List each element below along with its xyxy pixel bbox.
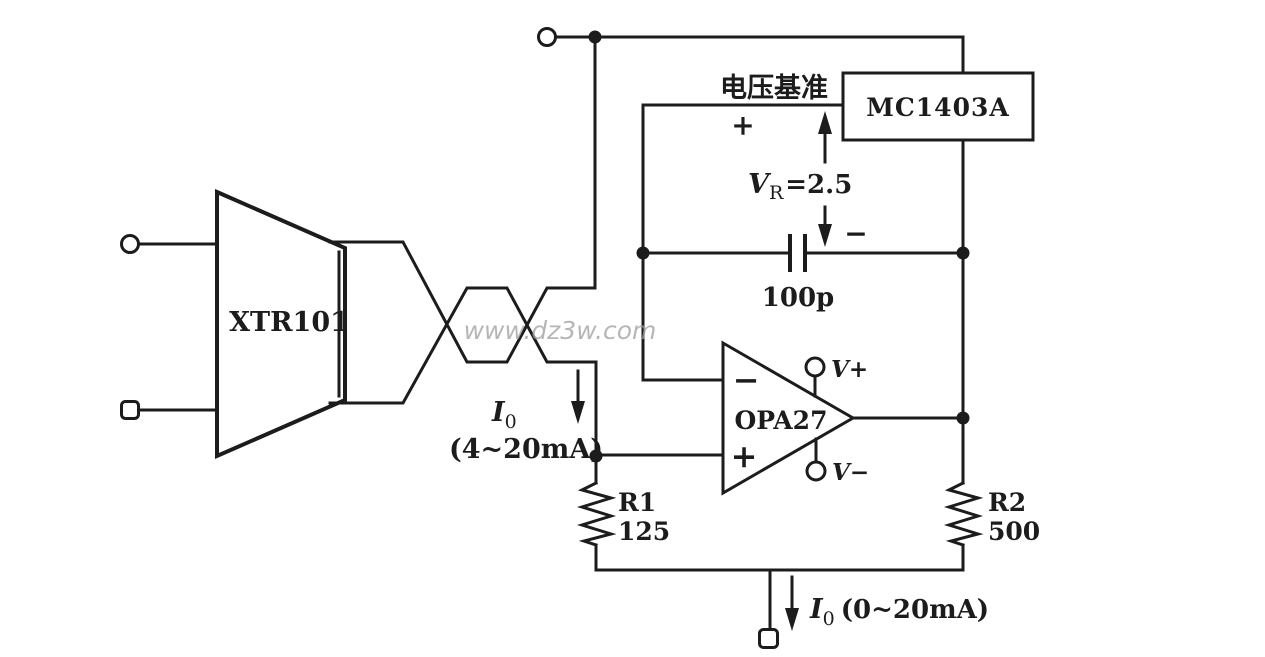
vminus-pin-terminal: [805, 460, 827, 482]
r2-zigzag: [943, 480, 984, 547]
r1-zigzag: [576, 480, 617, 547]
junction-dot: [956, 246, 970, 260]
load-current-annotation: I0(0~20mA): [785, 575, 989, 631]
opamp-triangle: [721, 340, 857, 496]
loop-current-range-label: (4~20mA): [449, 434, 603, 465]
mc1403a-label: MC1403A: [866, 93, 1010, 122]
mc1403a-box: [841, 71, 1035, 142]
vplus-pin-label: V+: [831, 356, 868, 383]
vref-arrow-down-head: [818, 224, 832, 247]
vminus-pin-label: V−: [832, 459, 869, 486]
loop-current-label: I0: [491, 397, 517, 433]
mc1403a-block: MC1403A 电压基准: [720, 71, 1035, 142]
vref-annotation: + − VR=2.5: [731, 109, 867, 250]
vplus-pin-terminal: [804, 356, 826, 378]
load-current-arrow-head: [785, 608, 799, 631]
vref-output-wire: [641, 103, 845, 382]
junction-dot: [636, 246, 650, 260]
vref-value-label: VR=2.5: [748, 169, 852, 204]
loop-current-annotation: I0 (4~20mA): [449, 369, 603, 465]
junction-dots: [588, 30, 970, 463]
r1-name-label: R1: [618, 488, 656, 517]
r1-value-label: 125: [618, 517, 670, 546]
output-terminal: [758, 628, 779, 649]
voltage-reference-caption: 电压基准: [720, 73, 828, 104]
capacitor-100p: 100p: [762, 234, 834, 313]
top-supply-wire: [554, 35, 965, 75]
xtr101-label: XTR101: [229, 307, 349, 338]
opamp-noninverting-sign: +: [731, 437, 758, 475]
junction-dot: [588, 30, 602, 44]
top-supply-terminal: [537, 27, 557, 47]
resistor-r1: R1 125: [576, 480, 670, 547]
twisted-pair-wire-a: [328, 35, 597, 364]
r2-value-label: 500: [988, 517, 1040, 546]
junction-dot: [956, 411, 970, 425]
input-terminal-bottom: [120, 400, 140, 420]
load-current-label: I0(0~20mA): [809, 594, 989, 630]
opamp-label: OPA27: [735, 406, 828, 435]
vref-arrow-up-head: [818, 111, 832, 134]
twisted-pair-wire-b: [328, 286, 598, 457]
xtr101-block: XTR101: [215, 188, 349, 460]
loop-current-arrow-head: [571, 401, 585, 424]
watermark-text: www.dz3w.com: [464, 316, 657, 345]
vref-minus-sign: −: [844, 217, 867, 250]
opamp-inverting-sign: −: [733, 361, 760, 399]
terminals: [120, 27, 779, 649]
input-terminal-top: [120, 234, 140, 254]
junction-dot: [589, 449, 603, 463]
r2-name-label: R2: [988, 488, 1026, 517]
capacitor-value-label: 100p: [762, 283, 834, 313]
opamp-opa27: OPA27 − + V+ V−: [721, 340, 869, 496]
resistor-r2: R2 500: [943, 480, 1040, 547]
vref-plus-sign: +: [731, 109, 754, 142]
xtr101-body: [215, 188, 347, 460]
